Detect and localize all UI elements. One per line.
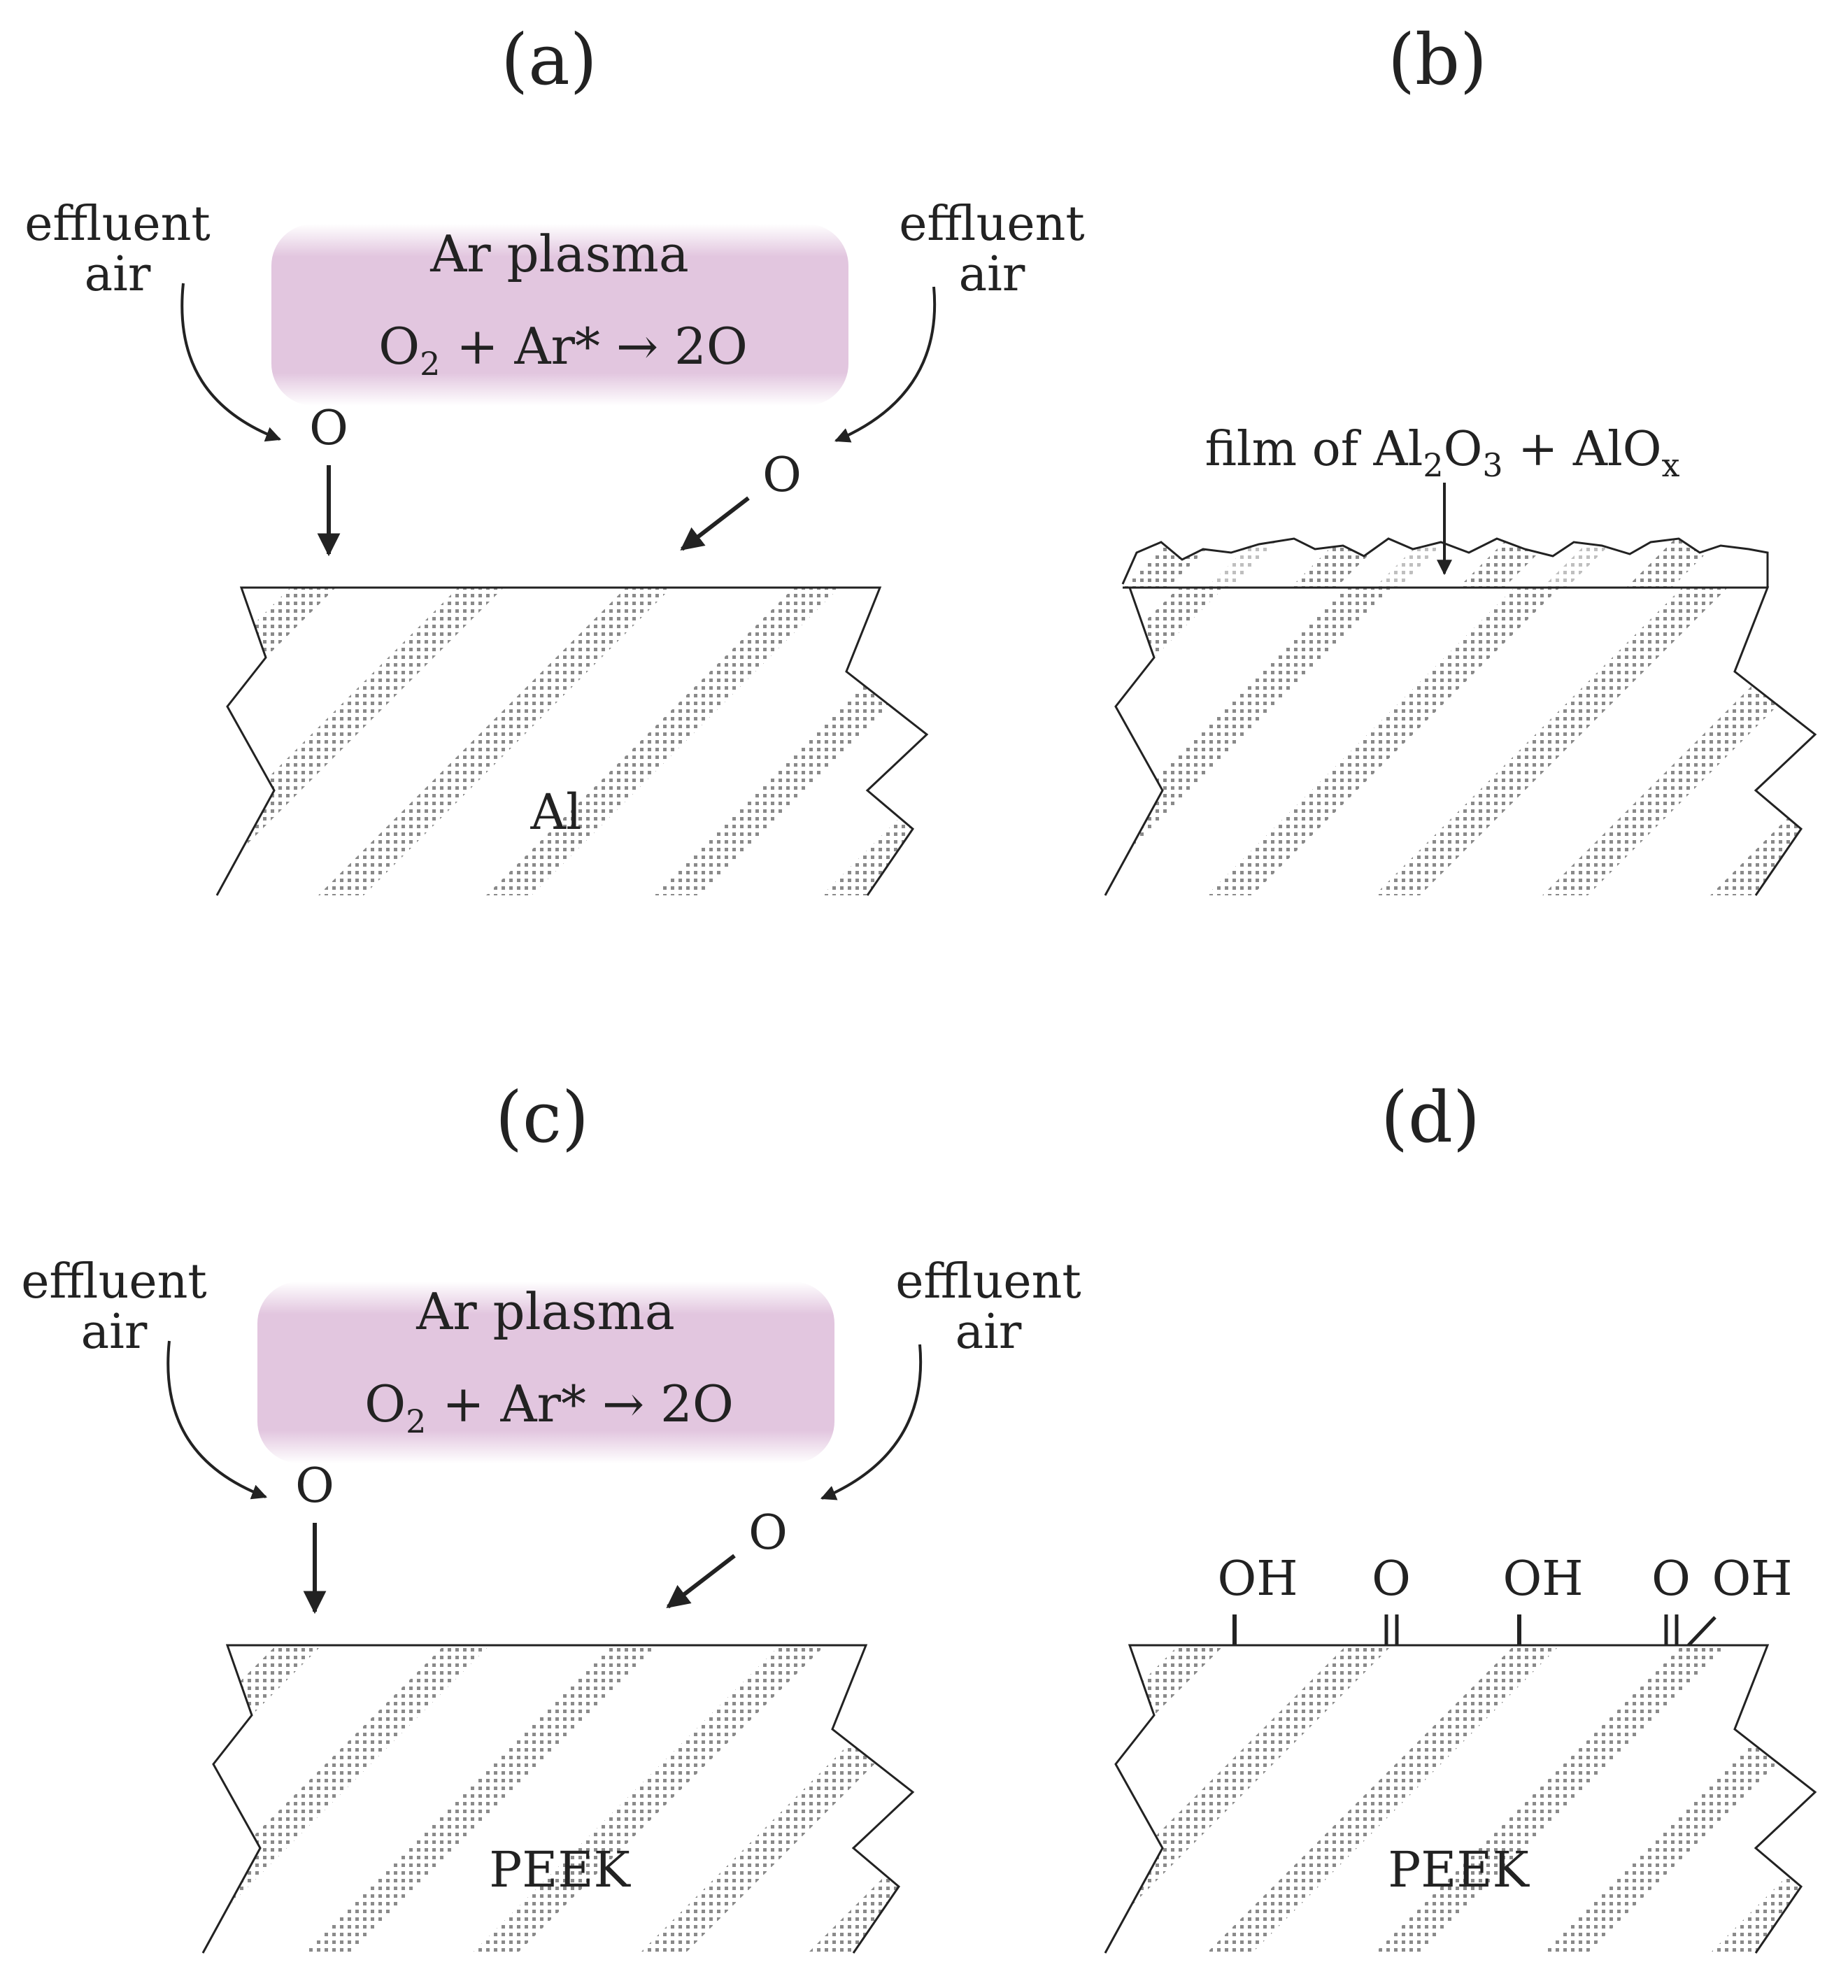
panel-b-oxide-film-outline: [1121, 537, 1769, 588]
panel-c-plasma-title: Ar plasma: [415, 1282, 675, 1341]
panel-c-substrate-outline: [201, 1644, 915, 1954]
panel-c-label: (c): [495, 1077, 589, 1158]
panel-d-group-3: OH: [1502, 1552, 1583, 1607]
panel-d-substrate-outline: [1104, 1644, 1817, 1954]
panel-c-oxygen-diagonal-arrow: [666, 1554, 736, 1609]
panel-b-label: (b): [1388, 19, 1487, 101]
panel-a-right-air-arrow: [834, 286, 937, 443]
panel-d-material-label: PEEK: [1388, 1841, 1530, 1898]
panel-d-group-5: OH: [1712, 1552, 1792, 1607]
panel-a-right-source-line1: effluent: [899, 197, 1084, 252]
panel-b-substrate-hatching: [1105, 588, 1815, 895]
panel-c: (c) Ar plasma O2 + Ar* → 2O effluent air…: [21, 1077, 1081, 1954]
panel-d-group-2: O: [1372, 1552, 1411, 1607]
panel-c-material-label: PEEK: [489, 1841, 631, 1898]
panel-d: (d) OH O OH O OH PEEK: [1104, 1077, 1817, 1954]
panel-a-left-source-line2: air: [85, 247, 151, 302]
panel-a-right-source-line2: air: [959, 247, 1025, 302]
panel-c-left-source-line2: air: [81, 1305, 148, 1360]
panel-c-right-source-line2: air: [955, 1305, 1022, 1360]
panel-d-group-4: O: [1651, 1552, 1691, 1607]
panel-a-material-label: Al: [530, 783, 582, 841]
panel-c-left-source-line1: effluent: [21, 1254, 206, 1309]
panel-c-right-air-arrow: [820, 1344, 923, 1500]
panel-c-oxygen-left: O: [295, 1458, 334, 1514]
panel-d-bond-single-3: [1687, 1616, 1716, 1647]
panel-a: (a) Ar plasma O2 + Ar* → 2O effluent air…: [24, 19, 1085, 896]
panel-d-substrate-hatching: [1105, 1645, 1815, 1953]
panel-a-substrate-outline: [215, 586, 929, 896]
panel-a-reaction: O2 + Ar* → 2O: [378, 317, 748, 383]
panel-b-oxide-film-fill: [1123, 539, 1728, 588]
panel-a-oxygen-right: O: [762, 448, 802, 503]
panel-a-label: (a): [501, 19, 597, 101]
panel-a-plasma-title: Ar plasma: [429, 225, 689, 283]
panel-c-reaction: O2 + Ar* → 2O: [364, 1375, 734, 1440]
panel-a-plasma-region: [271, 224, 848, 406]
panel-a-substrate-hatching: [217, 588, 927, 895]
panel-c-left-air-arrow: [166, 1340, 268, 1500]
panel-a-oxygen-diagonal-arrow: [680, 496, 750, 551]
panel-c-oxygen-right: O: [748, 1505, 788, 1561]
panel-b-film-label: film of Al2O3 + AlOx: [1205, 422, 1680, 484]
panel-d-group-1: OH: [1217, 1552, 1298, 1607]
panel-d-label: (d): [1381, 1077, 1480, 1158]
panel-c-right-source-line1: effluent: [895, 1254, 1081, 1309]
panel-a-left-air-arrow: [180, 283, 282, 442]
panel-a-oxygen-left: O: [309, 401, 348, 456]
panel-c-substrate-hatching: [203, 1645, 913, 1953]
panel-c-plasma-region: [257, 1281, 834, 1463]
panel-a-left-source-line1: effluent: [24, 197, 210, 252]
panel-b: (b) film of Al2O3 + AlOx: [1104, 19, 1817, 896]
